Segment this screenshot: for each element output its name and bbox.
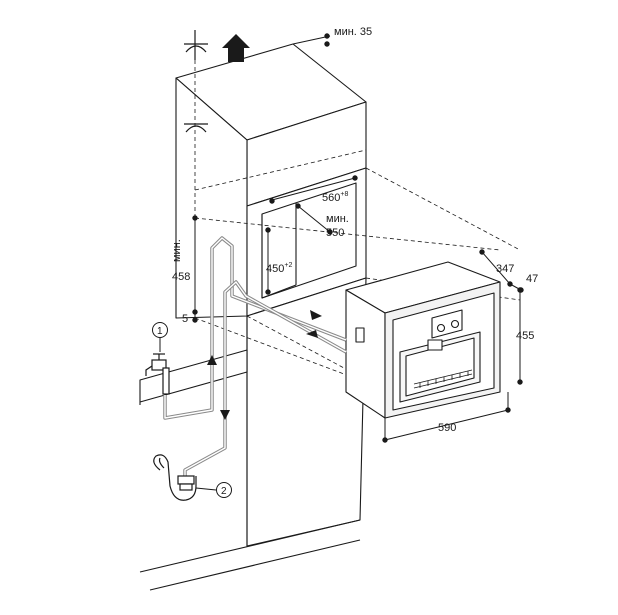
- dim-niche-width: [269, 175, 358, 204]
- dim-floor-height: [192, 215, 198, 323]
- flow-arrow-left-icon: [306, 330, 318, 338]
- label-appliance-width: 590: [438, 422, 456, 434]
- coffee-machine: [345, 261, 501, 419]
- label-appliance-height: 455: [516, 330, 534, 342]
- coffee-spout: [427, 339, 443, 351]
- label-floor-height-prefix: мин.: [171, 239, 183, 262]
- worktop: [139, 349, 248, 403]
- label-niche-height: 450+2: [266, 262, 292, 275]
- flow-arrow-right-icon: [310, 310, 322, 320]
- dim-niche-depth: [295, 203, 333, 235]
- label-side-offset: 5: [182, 313, 188, 325]
- drip-tray: [413, 369, 473, 389]
- cabinet: [139, 43, 367, 591]
- top-clearance-markers: [184, 30, 208, 133]
- callout-water-tap: [152, 322, 168, 352]
- label-niche-depth-value: 550: [326, 227, 344, 239]
- side-handle: [355, 327, 365, 343]
- flow-arrow-up-icon: [207, 355, 217, 365]
- label-top-clearance: мин. 35: [334, 26, 372, 38]
- drain-hose-inner: [184, 281, 347, 482]
- callout-drain-siphon-number: 2: [221, 486, 227, 497]
- dim-appliance-width: [382, 392, 511, 443]
- callout-drain-siphon: [195, 482, 232, 498]
- water-tap-icon: [145, 353, 170, 395]
- dim-top-clearance: [292, 33, 331, 47]
- control-knob-right: [450, 319, 460, 329]
- label-front-depth: 47: [526, 273, 538, 285]
- dim-niche-height: [265, 227, 271, 295]
- up-arrow-icon: [222, 34, 250, 62]
- drain-siphon-icon: [153, 454, 197, 501]
- dim-appliance-height: [517, 287, 523, 385]
- label-floor-height-value: 458: [172, 271, 190, 283]
- label-niche-depth-prefix: мин.: [326, 213, 349, 225]
- flow-arrow-down-icon: [220, 410, 230, 420]
- callout-water-tap-number: 1: [157, 326, 163, 337]
- label-niche-width: 560+8: [322, 191, 348, 204]
- control-knob-left: [436, 323, 446, 333]
- label-appliance-depth: 347: [496, 263, 514, 275]
